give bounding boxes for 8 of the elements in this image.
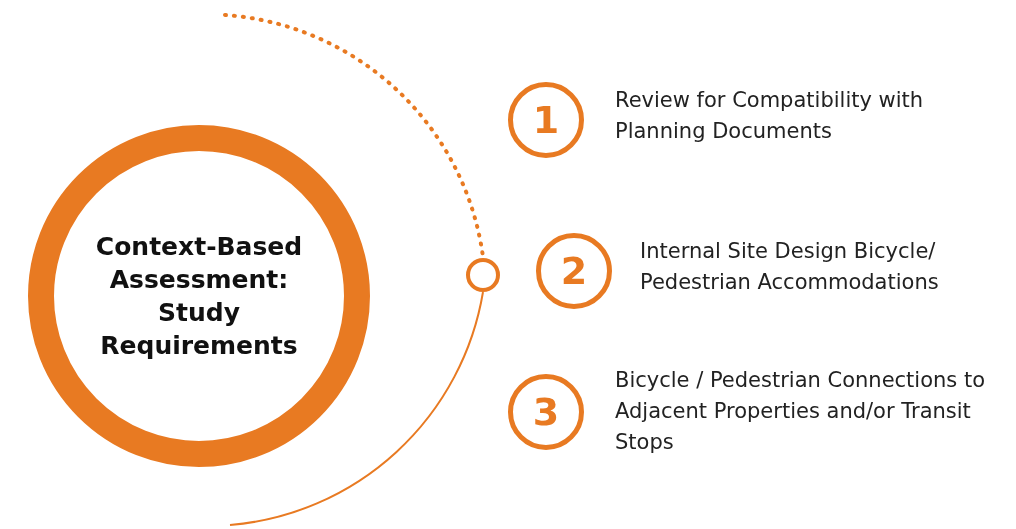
- number-circle: 3: [508, 374, 584, 450]
- number-circle: 1: [508, 82, 584, 158]
- number-circle: 2: [536, 233, 612, 309]
- step-description: Review for Compatibility with Planning Documents: [615, 87, 925, 145]
- main-title: Context-Based Assessment: Study Requirements: [94, 231, 304, 362]
- main-circle: [28, 125, 370, 467]
- step-description: Bicycle / Pedestrian Connections to Adjacent Properties and/or Transit Stops: [615, 367, 987, 456]
- step-description: Internal Site Design Bicycle/ Pedestrian Accommodations: [640, 238, 940, 296]
